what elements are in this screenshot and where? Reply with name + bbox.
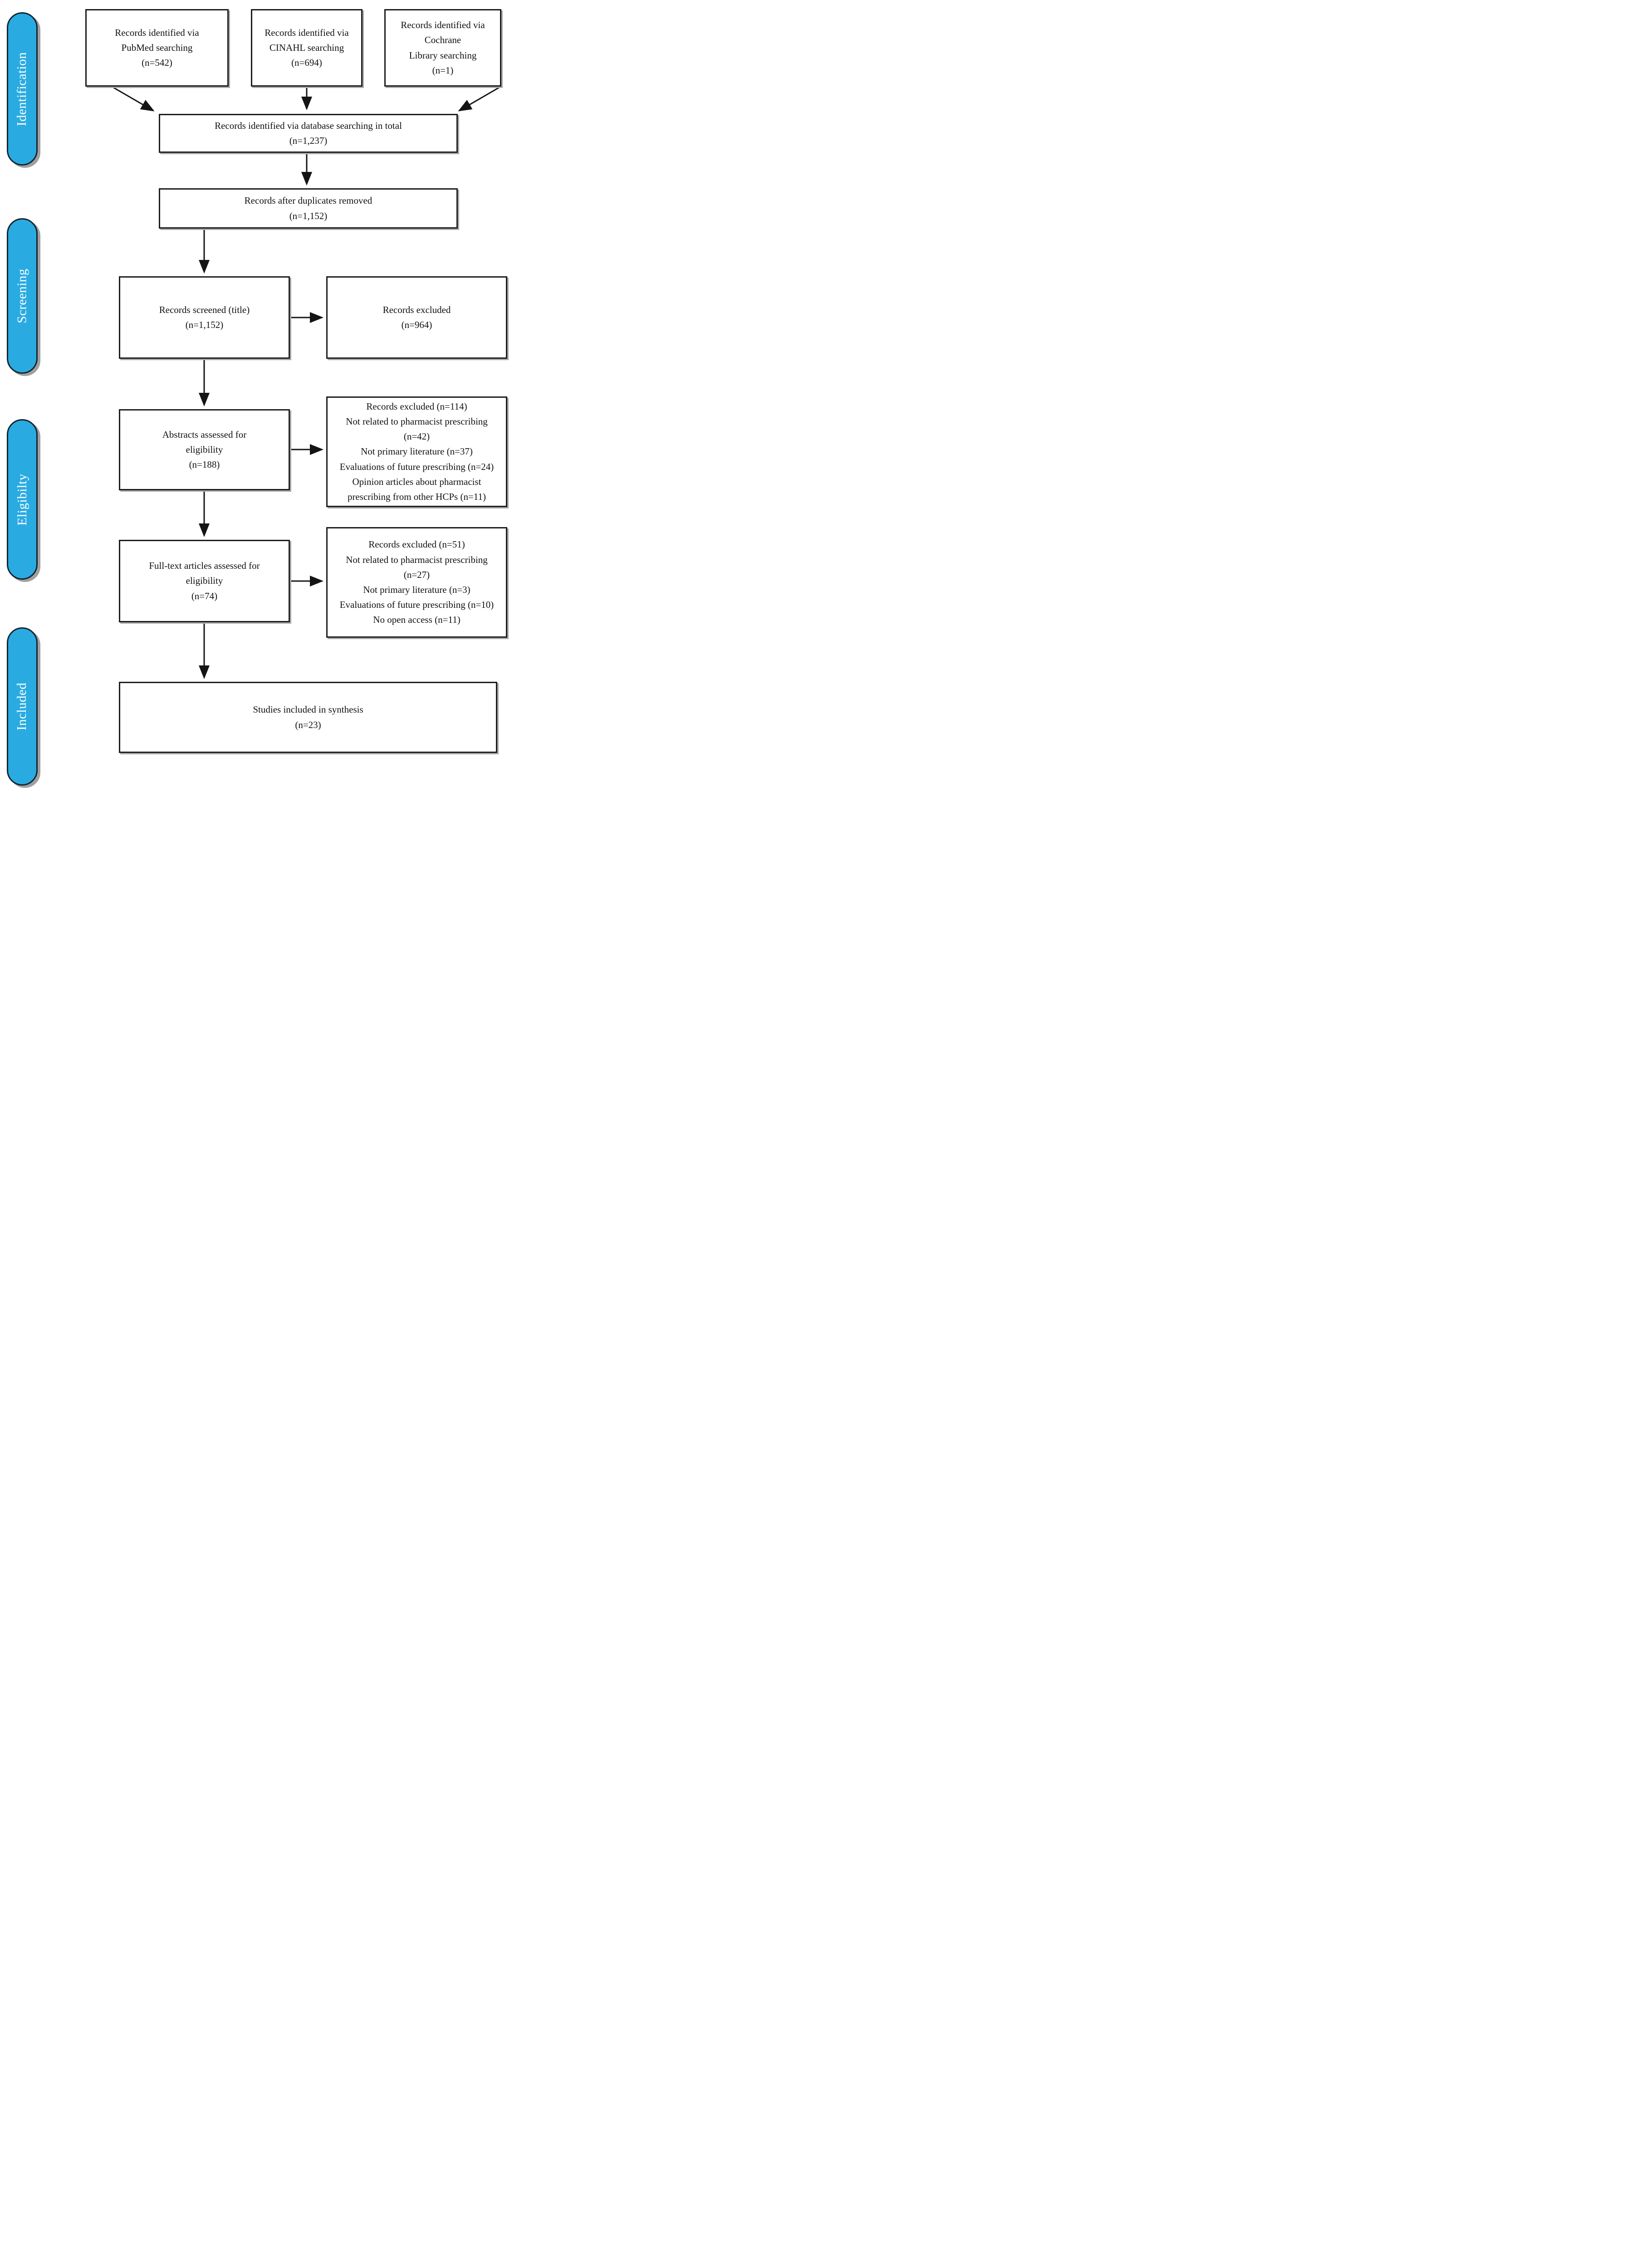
box-total-identified: Records identified via database searchin… bbox=[159, 114, 458, 153]
arrow-pubmed-to-total bbox=[113, 87, 155, 112]
box-duplicates-removed-text: Records after duplicates removed (n=1,15… bbox=[244, 195, 372, 221]
box-records-excluded-screening-text: Records excluded (n=964) bbox=[382, 304, 451, 330]
box-cinahl-records-text: Records identified via CINAHL searching … bbox=[265, 27, 349, 68]
box-records-excluded-screening: Records excluded (n=964) bbox=[326, 276, 507, 359]
stage-bar-included: Included bbox=[7, 627, 38, 786]
box-fulltext-exclusions-text: Records excluded (n=51) Not related to p… bbox=[339, 539, 494, 626]
stage-label-eligibility: Eligibilty bbox=[15, 473, 29, 526]
box-pubmed-records-text: Records identified via PubMed searching … bbox=[115, 27, 199, 68]
prisma-flow-diagram: Identification Screening Eligibilty Incl… bbox=[0, 0, 543, 793]
stage-label-screening: Screening bbox=[15, 269, 29, 323]
box-studies-included: Studies included in synthesis (n=23) bbox=[119, 682, 497, 753]
box-total-identified-text: Records identified via database searchin… bbox=[215, 120, 402, 146]
box-duplicates-removed: Records after duplicates removed (n=1,15… bbox=[159, 188, 458, 229]
box-pubmed-records: Records identified via PubMed searching … bbox=[85, 9, 229, 87]
box-abstract-exclusions: Records excluded (n=114) Not related to … bbox=[326, 396, 507, 507]
box-fulltext-assessed: Full-text articles assessed for eligibil… bbox=[119, 540, 290, 622]
box-abstracts-assessed-text: Abstracts assessed for eligibility (n=18… bbox=[162, 429, 247, 470]
box-cinahl-records: Records identified via CINAHL searching … bbox=[251, 9, 363, 87]
stage-bar-identification: Identification bbox=[7, 12, 38, 166]
stage-label-included: Included bbox=[15, 682, 29, 731]
box-studies-included-text: Studies included in synthesis (n=23) bbox=[253, 704, 363, 730]
box-records-screened: Records screened (title) (n=1,152) bbox=[119, 276, 290, 359]
box-cochrane-records: Records identified via Cochrane Library … bbox=[384, 9, 501, 87]
stage-label-identification: Identification bbox=[15, 52, 29, 126]
box-fulltext-assessed-text: Full-text articles assessed for eligibil… bbox=[149, 560, 260, 601]
stage-bar-eligibility: Eligibilty bbox=[7, 419, 38, 580]
box-abstracts-assessed: Abstracts assessed for eligibility (n=18… bbox=[119, 409, 290, 490]
box-cochrane-records-text: Records identified via Cochrane Library … bbox=[401, 20, 485, 76]
arrow-cochrane-to-total bbox=[458, 87, 500, 112]
stage-bar-screening: Screening bbox=[7, 218, 38, 374]
box-abstract-exclusions-text: Records excluded (n=114) Not related to … bbox=[339, 401, 494, 502]
box-fulltext-exclusions: Records excluded (n=51) Not related to p… bbox=[326, 527, 507, 638]
box-records-screened-text: Records screened (title) (n=1,152) bbox=[159, 304, 250, 330]
